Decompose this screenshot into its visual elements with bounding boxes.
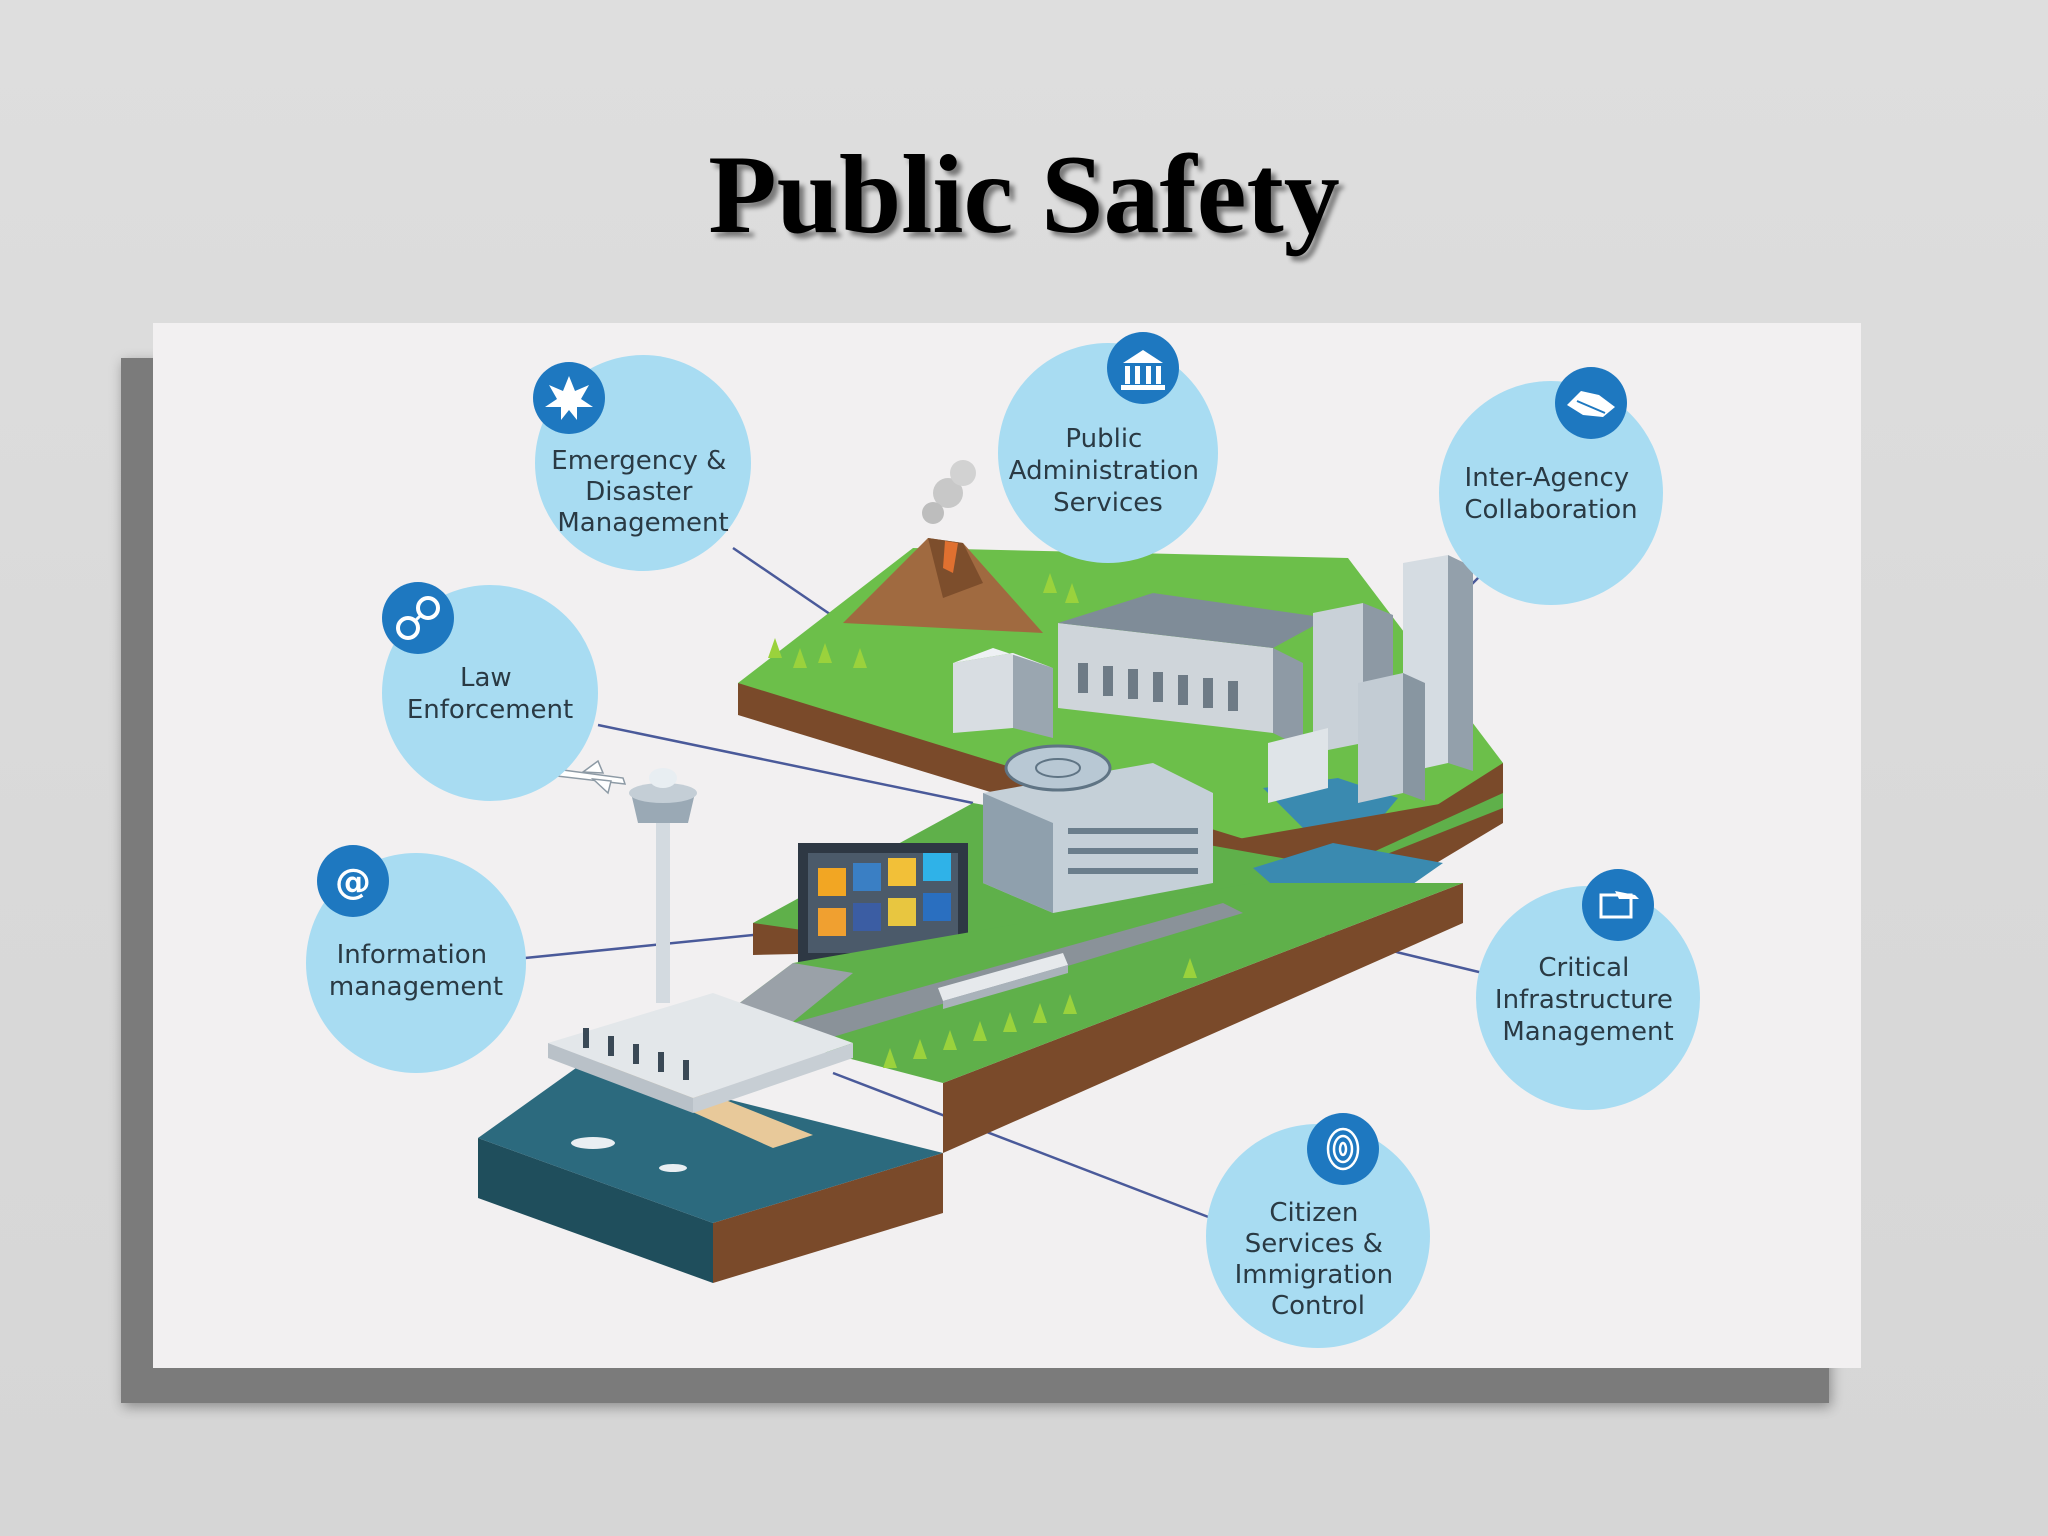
sea-water bbox=[478, 1063, 943, 1223]
bubbles: Emergency & Disaster Management Public A… bbox=[306, 332, 1700, 1348]
airport-terminal bbox=[548, 993, 853, 1113]
bubble-label: Law Enforcement bbox=[407, 663, 573, 725]
volcano bbox=[843, 460, 1043, 633]
trees-upper bbox=[768, 573, 1079, 668]
bubble-label: Emergency & Disaster Management bbox=[551, 446, 734, 538]
boat-small bbox=[659, 1164, 687, 1172]
flickr-icon bbox=[923, 893, 951, 921]
trees-lower bbox=[883, 958, 1197, 1068]
diagram-panel: Emergency & Disaster Management Public A… bbox=[153, 323, 1861, 1368]
connector-law bbox=[597, 723, 974, 805]
bubble-inter-agency: Inter-Agency Collaboration bbox=[1439, 367, 1663, 605]
twitter-icon bbox=[923, 853, 951, 881]
bubble-critical-infrastructure: Critical Infrastructure Management bbox=[1476, 869, 1700, 1110]
skyscrapers bbox=[1268, 555, 1473, 803]
bubble-law-enforcement: Law Enforcement bbox=[382, 582, 598, 801]
airplane-monitor-icon bbox=[1582, 869, 1654, 941]
sea-base-front bbox=[713, 1153, 943, 1283]
sea-base-side bbox=[478, 1138, 713, 1283]
bubble-information-management: Information management @ bbox=[306, 845, 526, 1073]
bubble-label: Information management bbox=[329, 940, 503, 1002]
rss-icon bbox=[818, 868, 846, 896]
bubble-label: Citizen Services & Immigration Control bbox=[1235, 1198, 1402, 1321]
bubble-citizen-services: Citizen Services & Immigration Control bbox=[1206, 1113, 1430, 1348]
bubble-label: Public Administration Services bbox=[1009, 424, 1208, 518]
facebook-icon bbox=[853, 863, 881, 891]
city-illustration bbox=[478, 460, 1503, 1283]
connector-citizen bbox=[832, 1071, 1212, 1220]
admin-building bbox=[1058, 593, 1328, 748]
slide-title: Public Safety bbox=[708, 133, 1340, 257]
bubble-public-administration: Public Administration Services bbox=[998, 332, 1218, 563]
airplane bbox=[547, 759, 627, 795]
control-tower bbox=[629, 768, 697, 1003]
lower-ground bbox=[713, 883, 1463, 1083]
fingerprint-icon bbox=[1307, 1113, 1379, 1185]
helipad-building bbox=[983, 744, 1213, 913]
svg-text:@: @ bbox=[335, 862, 371, 903]
public-safety-diagram: Emergency & Disaster Management Public A… bbox=[306, 332, 1700, 1348]
bubble-emergency-disaster: Emergency & Disaster Management bbox=[533, 355, 751, 571]
lower-soil bbox=[943, 883, 1463, 1153]
connector-emergency bbox=[732, 546, 844, 625]
at-sign-icon bbox=[317, 845, 389, 917]
boat bbox=[571, 1137, 615, 1149]
government-building-icon bbox=[1107, 332, 1179, 404]
train bbox=[938, 953, 1068, 1009]
bubble-label: Critical Infrastructure Management bbox=[1495, 953, 1681, 1047]
bubble-label: Inter-Agency Collaboration bbox=[1464, 463, 1637, 525]
apartment-block bbox=[953, 648, 1053, 738]
